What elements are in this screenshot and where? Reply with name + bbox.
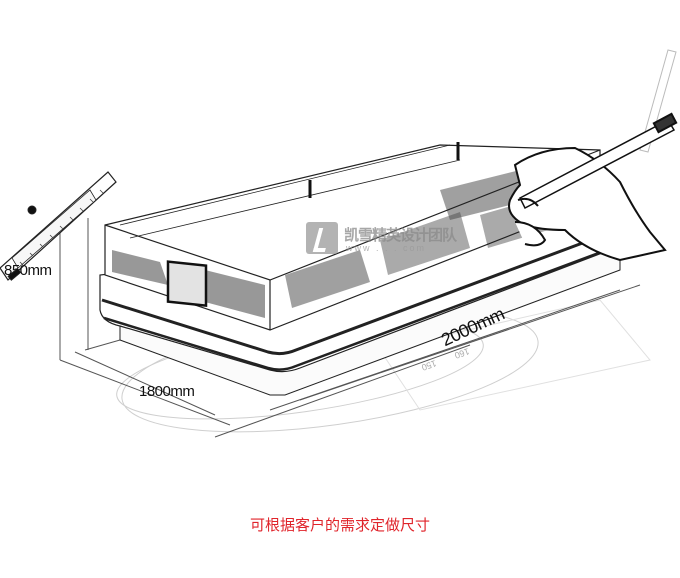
ruler-tick-160: 160: [453, 346, 471, 361]
watermark-text: 凯雪精英设计团队: [344, 227, 457, 244]
watermark-logo-icon: [306, 222, 338, 254]
hand-with-pencil: [508, 112, 678, 262]
dimension-depth-label: 1800mm: [139, 383, 195, 400]
watermark: 凯雪精英设计团队 www . . . com: [306, 222, 466, 258]
ruler-left: [0, 171, 117, 281]
dimension-height-label: 850mm: [4, 262, 52, 279]
watermark-url: www . . . com: [346, 243, 427, 253]
ruler-tick-150: 150: [420, 358, 438, 373]
custom-size-caption: 可根据客户的需求定做尺寸: [249, 517, 430, 534]
price-card: [166, 260, 208, 308]
